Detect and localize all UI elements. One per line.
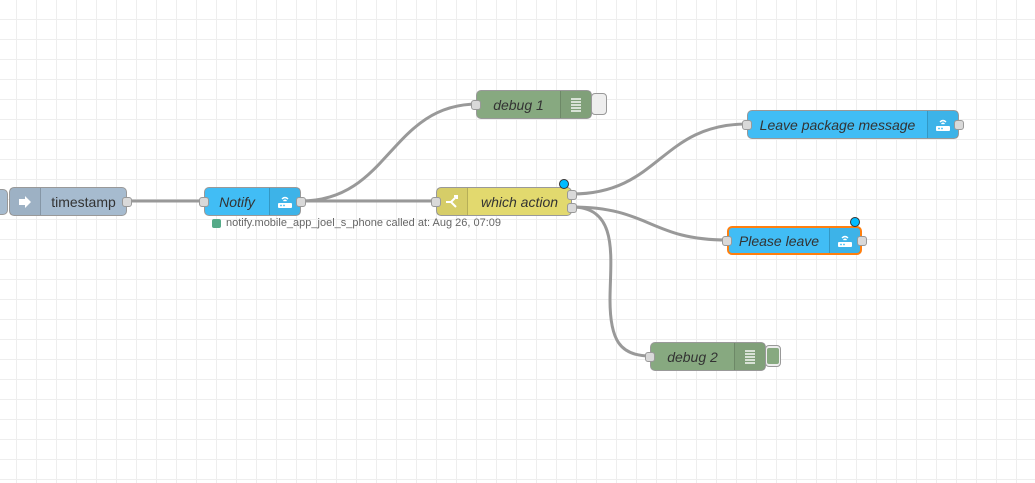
- split-icon: [437, 188, 468, 215]
- output-port-1[interactable]: [567, 190, 577, 200]
- output-port[interactable]: [122, 197, 132, 207]
- which-action-node[interactable]: which action: [431, 187, 577, 216]
- output-port[interactable]: [857, 236, 867, 246]
- output-port-2[interactable]: [567, 203, 577, 213]
- debug1-toggle[interactable]: [591, 93, 607, 115]
- status-text: notify.mobile_app_joel_s_phone called at…: [226, 217, 502, 229]
- router-icon: [269, 188, 300, 215]
- notify-label: Notify: [219, 193, 255, 210]
- timestamp-label: timestamp: [51, 193, 116, 210]
- which-action-label: which action: [480, 193, 559, 210]
- input-port[interactable]: [645, 352, 655, 362]
- wire-which-action-to-please-leave: [571, 205, 728, 242]
- input-port[interactable]: [431, 197, 441, 207]
- wire-which-action-to-debug2: [571, 205, 651, 358]
- input-port[interactable]: [199, 197, 209, 207]
- input-port[interactable]: [722, 236, 732, 246]
- debug2-label: debug 2: [667, 348, 718, 365]
- leave-package-message-node[interactable]: Leave package message: [742, 110, 964, 139]
- list-icon: [734, 343, 765, 370]
- output-port[interactable]: [954, 120, 964, 130]
- input-port[interactable]: [471, 100, 481, 110]
- input-port[interactable]: [742, 120, 752, 130]
- leave-package-message-label: Leave package message: [759, 116, 916, 133]
- list-icon: [560, 91, 591, 118]
- changed-indicator: [559, 179, 569, 189]
- wire-notify-to-debug1: [300, 102, 479, 203]
- status-dot: [212, 218, 221, 228]
- router-icon: [927, 111, 958, 138]
- debug1-node[interactable]: debug 1: [471, 90, 592, 119]
- wire-which-action-to-leave-package: [571, 122, 748, 196]
- please-leave-label: Please leave: [738, 232, 820, 249]
- output-port[interactable]: [296, 197, 306, 207]
- timestamp-node[interactable]: timestamp: [9, 187, 132, 216]
- debug1-label: debug 1: [493, 96, 544, 113]
- please-leave-node[interactable]: Please leave: [722, 226, 867, 255]
- debug2-node[interactable]: debug 2: [645, 342, 766, 371]
- arrow-right-icon: [10, 188, 41, 215]
- offscreen-node[interactable]: [0, 189, 8, 215]
- router-icon: [829, 228, 860, 253]
- notify-status: notify.mobile_app_joel_s_phone called at…: [212, 217, 501, 229]
- debug2-toggle[interactable]: [765, 345, 781, 367]
- changed-indicator: [850, 217, 860, 227]
- notify-node[interactable]: Notify: [199, 187, 306, 216]
